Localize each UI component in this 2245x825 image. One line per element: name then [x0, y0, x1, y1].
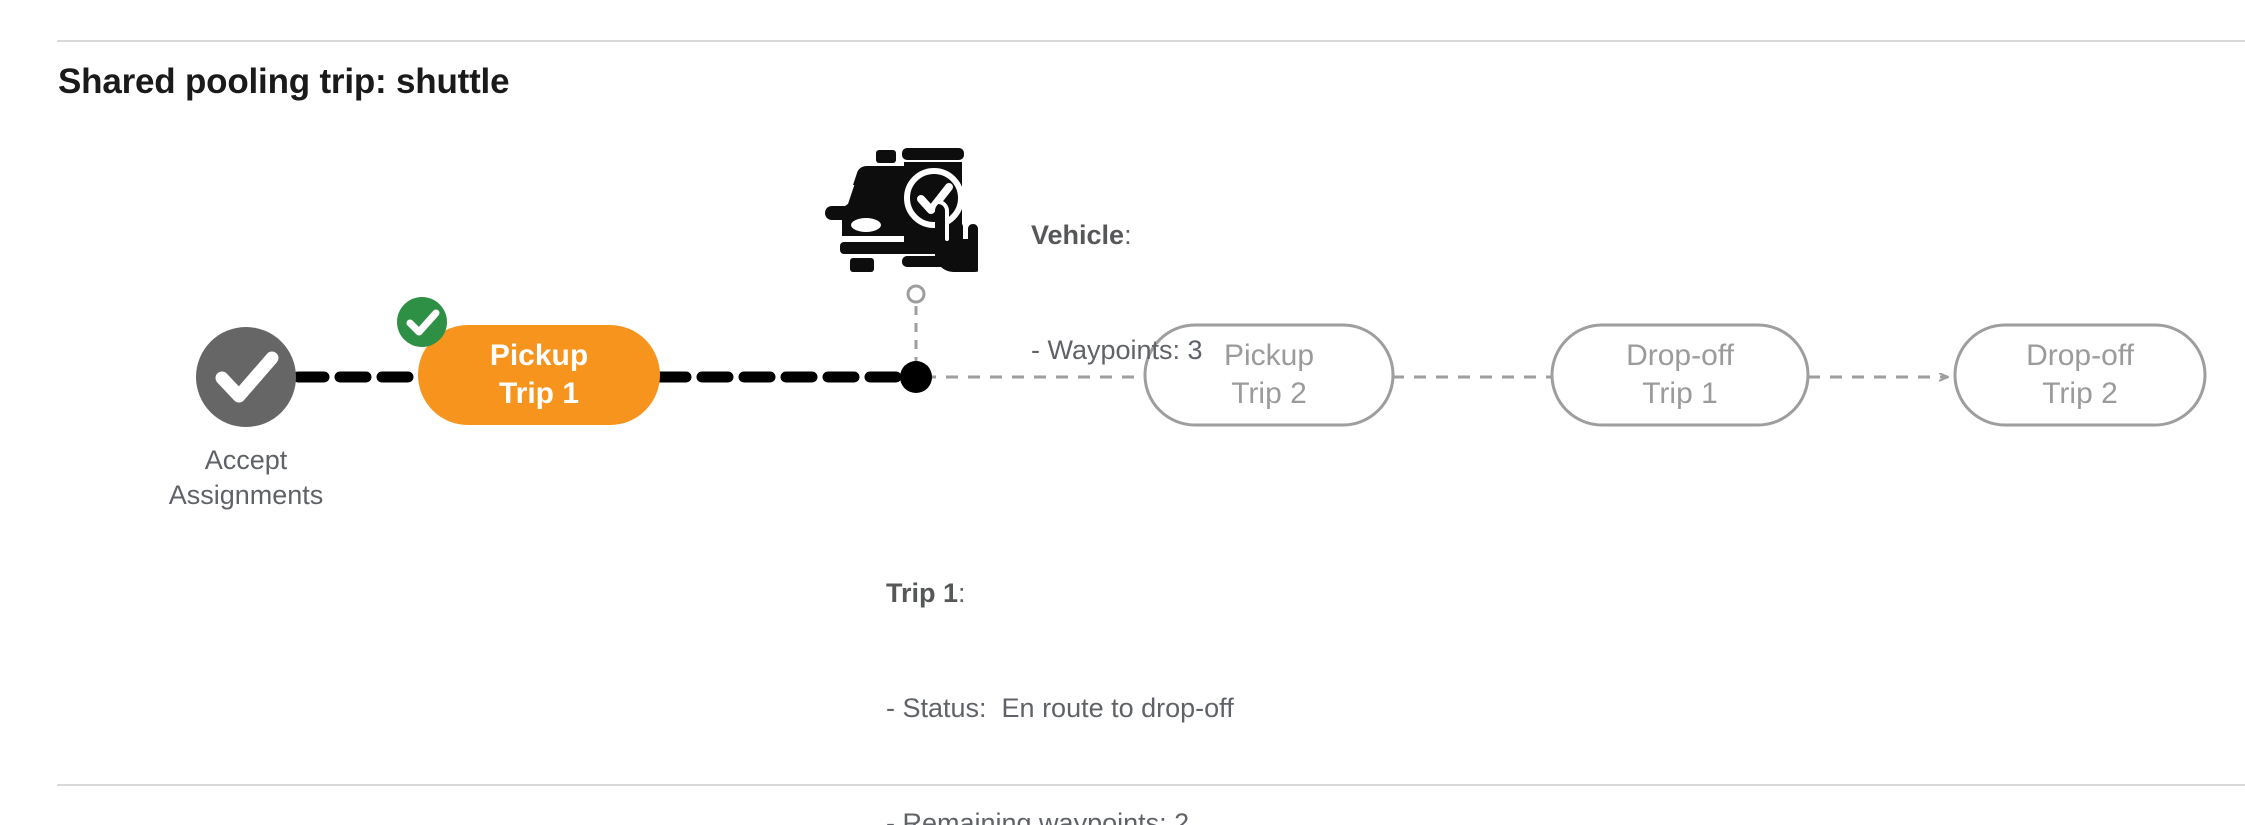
accept-assignments-line1: Accept: [204, 445, 288, 475]
vehicle-info-waypoints: - Waypoints: 3: [1031, 334, 1203, 365]
node-pickup-trip-2[interactable]: [1143, 323, 1395, 427]
accept-assignments-line2: Assignments: [168, 480, 324, 511]
node-drop-off-trip-2[interactable]: [1953, 323, 2207, 427]
vehicle-info-block: Vehicle: - Waypoints: 3: [1031, 139, 1203, 446]
node-pickup-trip-1[interactable]: [418, 325, 660, 425]
node-drop-off-trip-1[interactable]: [1550, 323, 1810, 427]
trip1-heading: Trip 1: [886, 577, 959, 608]
vehicle-anchor-circle: [906, 284, 926, 304]
trip1-status: - Status: En route to drop-off: [886, 692, 1234, 723]
top-divider: [57, 40, 2245, 42]
vehicle-checkin-icon: [818, 118, 992, 278]
vehicle-info-heading-row: Vehicle:: [1031, 216, 1203, 254]
trip1-heading-row: Trip 1:: [886, 574, 1234, 612]
check-badge-icon: [397, 297, 447, 347]
trip1-heading-suffix: :: [958, 577, 966, 608]
accept-assignments-step[interactable]: [196, 327, 296, 427]
trip-info-block: Trip 1: - Status: En route to drop-off -…: [886, 497, 1234, 825]
page-title: Shared pooling trip: shuttle: [58, 62, 510, 101]
current-position-dot: [900, 361, 932, 393]
trip1-remaining-waypoints: - Remaining waypoints: 2: [886, 807, 1190, 825]
vehicle-position-connector: [906, 284, 926, 366]
vehicle-info-heading: Vehicle: [1031, 219, 1125, 250]
bottom-divider: [57, 784, 2245, 786]
vehicle-info-heading-suffix: :: [1124, 219, 1132, 250]
